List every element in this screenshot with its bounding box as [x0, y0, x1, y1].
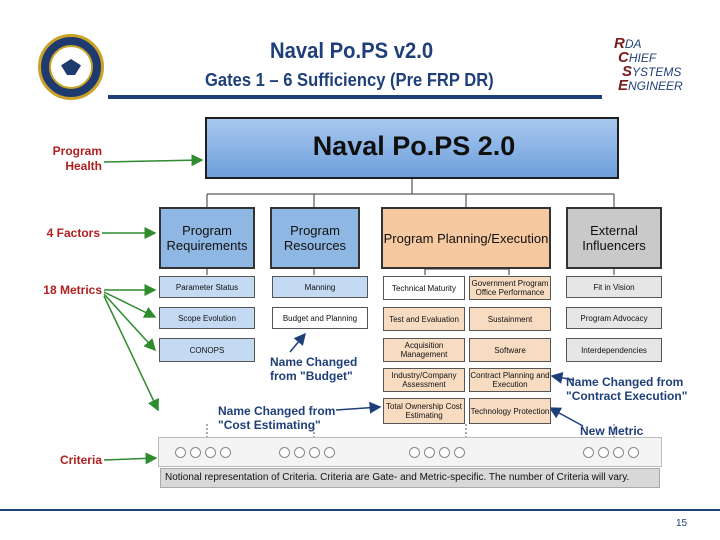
banner-title: Naval Po.PS 2.0 — [312, 131, 516, 161]
eagle-icon — [61, 59, 81, 75]
factor-label: Program Planning/Execution — [383, 230, 549, 246]
page-subtitle: Gates 1 – 6 Sufficiency (Pre FRP DR) — [205, 70, 494, 90]
note-new-metric: New Metric — [580, 424, 644, 438]
criteria-circle — [205, 447, 216, 458]
criteria-caption: Notional representation of Criteria. Cri… — [160, 468, 660, 488]
metric-industry-company-assessment: Industry/Company Assessment — [383, 368, 465, 392]
logo-line-1: RDA — [614, 35, 642, 52]
metric-total-ownership-cost-estimating: Total Ownership Cost Estimating — [383, 398, 465, 424]
label-criteria: Criteria — [59, 453, 102, 467]
program-health-banner: Naval Po.PS 2.0 — [205, 117, 619, 179]
label-program-health: Program Health — [52, 144, 102, 173]
label-four-factors: 4 Factors — [46, 226, 100, 240]
page-number: 15 — [676, 518, 688, 529]
metric-government-program-office-performance: Government Program Office Performance — [469, 276, 551, 300]
metric-contract-planning-and-execution: Contract Planning and Execution — [469, 368, 551, 392]
criteria-circle — [279, 447, 290, 458]
metric-acquisition-management: Acquisition Management — [383, 338, 465, 362]
metric-interdependencies: Interdependencies — [566, 338, 662, 362]
label-metrics: 18 Metrics — [43, 283, 102, 297]
metric-program-advocacy: Program Advocacy — [566, 307, 662, 329]
criteria-circle — [294, 447, 305, 458]
criteria-circle — [454, 447, 465, 458]
metric-software: Software — [469, 338, 551, 362]
criteria-circle — [613, 447, 624, 458]
metric-technology-protection: Technology Protection — [469, 398, 551, 424]
metric-sustainment: Sustainment — [469, 307, 551, 331]
metric-test-and-evaluation: Test and Evaluation — [383, 307, 465, 331]
logo-line-4: ENGINEER — [618, 77, 683, 94]
factor-external-influencers: External Influencers — [566, 207, 662, 269]
metric-scope-evolution: Scope Evolution — [159, 307, 255, 329]
criteria-group-1 — [175, 447, 231, 458]
metric-manning: Manning — [272, 276, 368, 298]
criteria-group-4 — [583, 447, 639, 458]
criteria-circle — [190, 447, 201, 458]
note-cost-renamed: Name Changed from "Cost Estimating" — [218, 404, 336, 432]
factor-program-planning-execution: Program Planning/Execution — [381, 207, 551, 269]
title-rule — [108, 95, 602, 99]
criteria-circle — [220, 447, 231, 458]
metric-fit-in-vision: Fit in Vision — [566, 276, 662, 298]
criteria-circle — [598, 447, 609, 458]
criteria-circle — [175, 447, 186, 458]
factor-program-requirements: Program Requirements — [159, 207, 255, 269]
logo-line-2: CHIEF — [618, 49, 657, 66]
factor-program-resources: Program Resources — [270, 207, 360, 269]
metric-conops: CONOPS — [159, 338, 255, 362]
factor-label: Program Requirements — [166, 223, 248, 253]
criteria-circle — [324, 447, 335, 458]
navy-seal-logo — [38, 34, 104, 100]
criteria-strip — [158, 437, 662, 467]
footer-rule — [0, 509, 720, 511]
criteria-circle — [628, 447, 639, 458]
note-contract-renamed: Name Changed from "Contract Execution" — [566, 375, 688, 403]
criteria-circle — [309, 447, 320, 458]
criteria-group-2 — [279, 447, 335, 458]
seal-center — [49, 45, 93, 89]
factor-label: External Influencers — [582, 223, 646, 253]
note-budget-renamed: Name Changed from "Budget" — [270, 355, 358, 383]
criteria-circle — [439, 447, 450, 458]
metric-budget-and-planning: Budget and Planning — [272, 307, 368, 329]
logo-line-3: SYSTEMS — [622, 63, 682, 80]
metric-parameter-status: Parameter Status — [159, 276, 255, 298]
criteria-circle — [583, 447, 594, 458]
criteria-circle — [409, 447, 420, 458]
metric-technical-maturity: Technical Maturity — [383, 276, 465, 300]
page-title: Naval Po.PS v2.0 — [270, 38, 434, 63]
factor-label: Program Resources — [283, 223, 347, 253]
criteria-group-3 — [409, 447, 465, 458]
criteria-circle — [424, 447, 435, 458]
rdacse-logo: RDA CHIEF SYSTEMS ENGINEER — [614, 35, 683, 94]
